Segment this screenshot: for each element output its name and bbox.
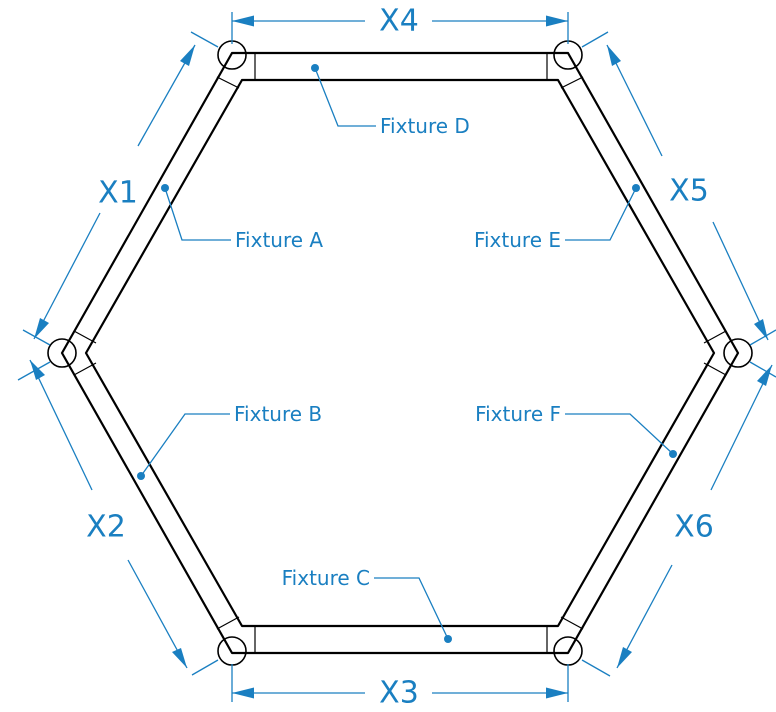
arrowhead-x4-left	[232, 15, 254, 27]
fixture-a-label: Fixture A	[235, 228, 323, 252]
extension-line-x5-top	[581, 31, 609, 48]
segment-line-lower-left-b	[216, 616, 240, 630]
fixture-c-leader	[374, 577, 449, 640]
arrowhead-x3-right	[546, 687, 568, 699]
arrowhead-x2-bottom	[172, 648, 187, 668]
fixture-e-callout: Fixture E	[474, 184, 640, 252]
fixture-c-label: Fixture C	[282, 566, 370, 590]
corner-joint-left	[47, 338, 77, 368]
dimension-x2: X2	[17, 359, 219, 676]
hexagon-frame	[47, 40, 753, 666]
frame-inner-outline	[84, 78, 716, 628]
arrowhead-x5-top	[607, 45, 621, 66]
fixture-a-leader	[164, 187, 231, 241]
segment-line-upper-left-b	[73, 330, 97, 344]
fixture-b-label: Fixture B	[234, 402, 322, 426]
dimension-line-x1-bottom	[33, 212, 101, 340]
arrowhead-x6-bottom	[617, 647, 632, 668]
extension-line-x1-top	[190, 31, 219, 48]
dimension-x3: X3	[231, 664, 569, 711]
dimension-x5: X5	[581, 31, 776, 346]
dimension-label-x1: X1	[98, 176, 138, 211]
segment-line-lower-right-b	[560, 616, 584, 630]
fixture-d-label: Fixture D	[380, 114, 470, 138]
arrowhead-x2-top	[30, 360, 45, 380]
fixture-a-callout: Fixture A	[161, 184, 323, 252]
dimension-line-x6-top	[710, 364, 773, 491]
extension-line-x1-bottom	[22, 329, 51, 346]
arrowhead-x1-top	[180, 45, 195, 66]
dimension-line-x5-bottom	[712, 221, 769, 341]
fixture-f-label: Fixture F	[475, 402, 561, 426]
arrowhead-x6-top	[757, 365, 772, 386]
dimension-x4: X4	[231, 4, 569, 44]
dimension-x6: X6	[581, 361, 776, 677]
extension-line-x2-bottom	[191, 659, 219, 676]
frame-outer-outline	[60, 51, 740, 655]
arrowhead-x4-right	[546, 15, 568, 27]
fixture-f-leader	[565, 413, 674, 455]
extension-line-x6-bottom	[581, 659, 611, 677]
arrowhead-x1-bottom	[34, 318, 49, 339]
extension-line-x6-top	[749, 361, 776, 378]
segment-line-upper-left-a	[216, 76, 240, 89]
dimension-line-x2-top	[29, 359, 93, 491]
fixture-d-leader	[314, 67, 376, 127]
fixture-e-label: Fixture E	[474, 228, 561, 252]
dimension-label-x4: X4	[379, 4, 419, 39]
fixture-d-callout: Fixture D	[311, 64, 470, 138]
fixture-f-callout: Fixture F	[475, 402, 677, 458]
segment-line-lower-right-a	[703, 362, 727, 376]
segment-line-upper-right-b	[703, 330, 727, 344]
fixture-c-callout: Fixture C	[282, 566, 452, 643]
dimension-x1: X1	[22, 31, 219, 346]
extension-line-x5-bottom	[749, 329, 776, 346]
segment-line-lower-left-a	[73, 362, 97, 376]
fixture-b-callout: Fixture B	[137, 402, 322, 480]
dimension-label-x3: X3	[379, 676, 419, 711]
dimension-label-x2: X2	[86, 510, 126, 545]
dimension-label-x6: X6	[674, 510, 714, 545]
fixture-b-leader	[140, 413, 230, 477]
fixture-e-leader	[565, 187, 637, 241]
dimension-label-x5: X5	[669, 174, 709, 209]
arrowhead-x3-left	[232, 687, 254, 699]
corner-joint-right	[723, 338, 753, 368]
segment-line-upper-right-a	[560, 76, 584, 89]
arrowhead-x5-bottom	[754, 319, 768, 340]
